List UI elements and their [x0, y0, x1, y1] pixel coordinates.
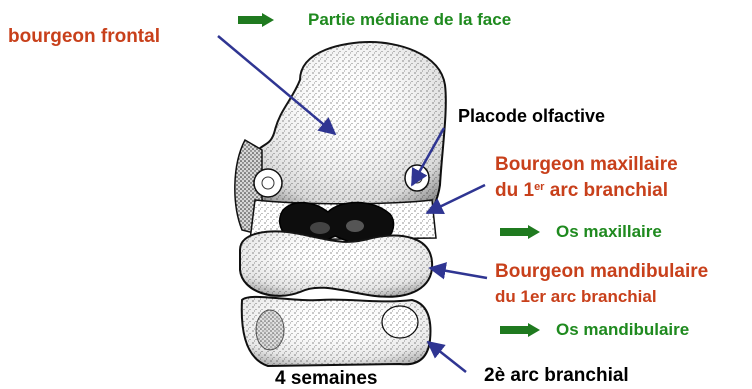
right-arrow-icon	[238, 13, 274, 27]
label-maxillaire-arc-post: arc branchial	[544, 180, 668, 201]
pointer-arrow-icon	[430, 268, 487, 278]
label-os-maxillaire: Os maxillaire	[556, 223, 662, 240]
label-age: 4 semaines	[275, 369, 377, 388]
pointer-arrow-icon	[428, 342, 466, 372]
right-arrow-icon	[500, 323, 540, 337]
label-maxillaire-arc: du 1er arc branchial	[495, 181, 668, 200]
placode-left	[254, 169, 282, 197]
right-arrow-icon	[500, 225, 540, 239]
label-mandibulaire-arc: du 1er arc branchial	[495, 288, 657, 305]
label-os-mandibulaire: Os mandibulaire	[556, 321, 689, 338]
label-bourgeon-maxillaire: Bourgeon maxillaire	[495, 155, 678, 174]
label-maxillaire-arc-sup: er	[534, 181, 544, 193]
label-partie-mediane: Partie médiane de la face	[308, 11, 511, 28]
label-placode-olfactive: Placode olfactive	[458, 107, 605, 125]
label-second-arc: 2è arc branchial	[484, 366, 629, 385]
label-maxillaire-arc-pre: du 1	[495, 180, 534, 201]
label-bourgeon-frontal: bourgeon frontal	[8, 27, 160, 46]
label-bourgeon-mandibulaire: Bourgeon mandibulaire	[495, 262, 708, 281]
